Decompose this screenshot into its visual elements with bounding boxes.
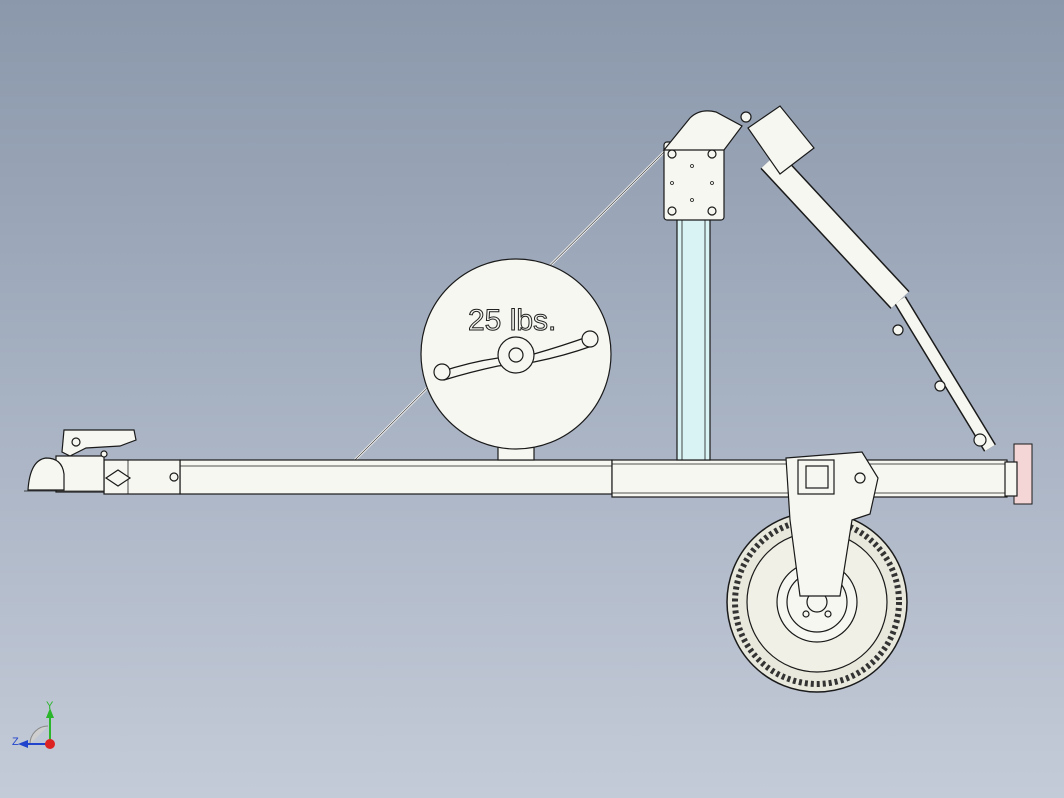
- wheel-assembly[interactable]: [726, 451, 908, 693]
- mast-post[interactable]: [662, 110, 743, 461]
- actuator-strut[interactable]: [740, 105, 1033, 505]
- triad-z-label: Z: [12, 736, 19, 748]
- triad-icon: [18, 708, 55, 749]
- weight-label: 25 lbs.: [468, 304, 556, 337]
- coordinate-triad: Y Z: [10, 700, 70, 760]
- counterweight[interactable]: 25 lbs.: [420, 258, 612, 461]
- triad-y-label: Y: [46, 700, 54, 712]
- hitch-coupler[interactable]: [24, 429, 181, 495]
